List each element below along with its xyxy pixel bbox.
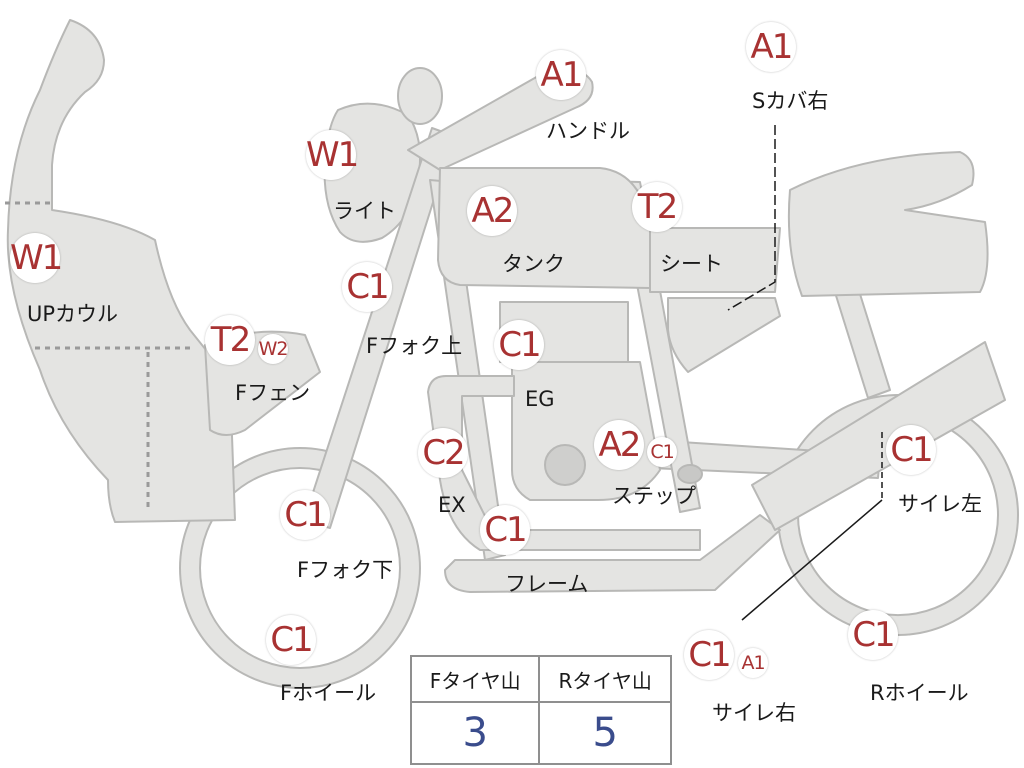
front-tread-header: Fタイヤ山 <box>412 657 540 703</box>
exhaust-shape <box>427 375 701 551</box>
rear-wheel-grade-badge: C1 <box>848 610 898 660</box>
muffler-shape <box>751 341 1006 531</box>
light-label: ライト <box>333 199 396 223</box>
handle-label: ハンドル <box>546 119 630 143</box>
rear-wheel-label: Rホイール <box>870 681 969 705</box>
muffler-right-grade-badge: C1 <box>684 630 734 680</box>
fork-lower-grade-badge: C1 <box>280 490 330 540</box>
muffler-right-leader-line <box>741 499 883 621</box>
muffler-right-label: サイレ右 <box>712 701 796 725</box>
s-cover-right-grade-badge: A1 <box>746 22 796 72</box>
upper-cowl-shape <box>6 19 236 523</box>
muffler-right-grade2-badge: A1 <box>738 648 768 678</box>
front-fender-label: Fフェン <box>235 381 311 405</box>
fork-upper-label: Fフォク上 <box>366 334 463 358</box>
tire-tread-table: Fタイヤ山 Rタイヤ山 3 5 <box>410 655 672 765</box>
front-wheel-shape <box>179 447 421 689</box>
front-wheel-grade-badge: C1 <box>266 615 316 665</box>
fork-upper-grade-badge: C1 <box>342 262 392 312</box>
front-tread-value: 3 <box>462 710 488 756</box>
step-grade-badge: A2 <box>594 420 644 470</box>
seat-shape <box>649 227 781 293</box>
tank-label: タンク <box>502 252 565 276</box>
side-cover-shape <box>667 297 781 373</box>
rear-tread-value: 5 <box>538 702 670 763</box>
mirror-shape <box>397 67 443 125</box>
front-wheel-label: Fホイール <box>280 681 377 705</box>
s-cover-right-label: Sカバ右 <box>752 89 829 113</box>
rear-seat-shape <box>787 151 989 297</box>
rear-tread-header: Rタイヤ山 <box>538 657 670 703</box>
muffler-left-label: サイレ左 <box>898 492 982 516</box>
engine-cover-shape <box>544 444 586 486</box>
muffler-left-grade-badge: C1 <box>886 425 936 475</box>
handle-grade-badge: A1 <box>536 50 586 100</box>
upper-cowl-label: UPカウル <box>27 302 119 326</box>
exhaust-grade-badge: C2 <box>418 428 468 478</box>
front-fender-grade2-badge: W2 <box>258 334 288 364</box>
frame-label: フレーム <box>505 572 589 596</box>
engine-label: EG <box>525 387 555 411</box>
frame-grade-badge: C1 <box>480 505 530 555</box>
upper-cowl-grade-badge: W1 <box>10 233 63 283</box>
seat-label: シート <box>660 252 723 276</box>
seat-grade-badge: T2 <box>632 182 682 232</box>
light-grade-badge: W1 <box>306 130 359 180</box>
front-fender-grade-badge: T2 <box>205 315 255 365</box>
step-grade2-badge: C1 <box>647 437 677 467</box>
tank-grade-badge: A2 <box>467 186 517 236</box>
step-label: ステップ <box>612 484 696 508</box>
fork-lower-label: Fフォク下 <box>297 558 394 582</box>
engine-grade-badge: C1 <box>494 320 544 370</box>
step-shape <box>677 464 703 484</box>
exhaust-label: EX <box>438 493 466 517</box>
s-cover-leader-line <box>727 125 776 311</box>
